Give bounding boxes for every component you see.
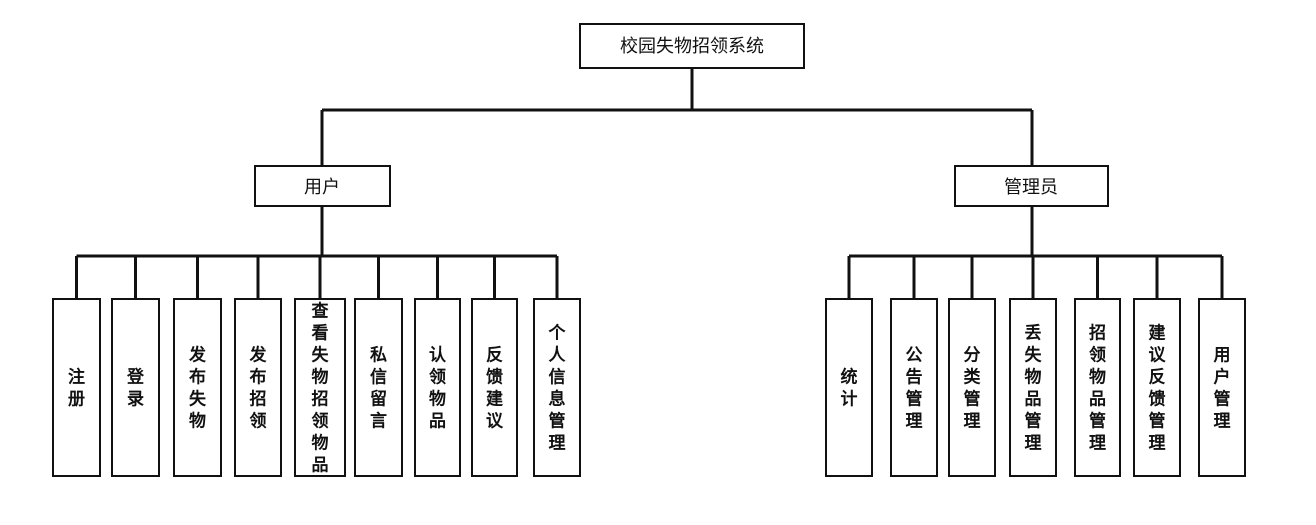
user-function-label: 认领物品: [429, 345, 447, 432]
user-function-9: 个人信息管理: [533, 298, 581, 477]
admin-function-label: 丢失物品管理: [1025, 324, 1043, 454]
admin-function-label: 用户管理: [1214, 346, 1231, 432]
admin-function-label: 公告管理: [906, 346, 923, 432]
root-label: 校园失物招领系统: [620, 36, 764, 57]
admin-function-1: 统计: [825, 298, 873, 477]
admin-function-label: 分类管理: [964, 346, 982, 432]
admin-function-label: 统计: [841, 367, 858, 410]
user-function-3: 发布失物: [173, 298, 222, 477]
admin-function-2: 公告管理: [890, 298, 938, 477]
admin-label: 管理员: [1004, 177, 1058, 198]
user-function-label: 登录: [126, 367, 145, 410]
admin-function-5: 招领物品管理: [1074, 298, 1121, 477]
admin-function-label: 招领物品管理: [1089, 323, 1106, 454]
user-function-1: 注册: [52, 298, 101, 477]
user-function-label: 注册: [68, 367, 85, 410]
admin-function-7: 用户管理: [1198, 298, 1246, 477]
user-function-6: 私信留言: [354, 298, 403, 477]
user-function-label: 反馈建议: [486, 346, 504, 432]
admin-function-6: 建议反馈管理: [1133, 298, 1181, 477]
admin-function-3: 分类管理: [948, 298, 996, 477]
user-label: 用户: [304, 177, 340, 198]
user-function-label: 发布招领: [249, 345, 268, 432]
user-function-label: 个人信息管理: [548, 323, 567, 454]
user-function-4: 发布招领: [234, 298, 282, 477]
user-function-label: 查看失物招领物品: [311, 301, 330, 476]
user-function-5: 查看失物招领物品: [294, 298, 346, 477]
user-function-8: 反馈建议: [471, 298, 518, 477]
admin-function-label: 建议反馈管理: [1149, 323, 1167, 454]
user-function-2: 登录: [111, 298, 160, 477]
root-node: 校园失物招领系统: [579, 23, 805, 69]
user-function-label: 发布失物: [188, 345, 207, 432]
admin-function-list: 统计 公告管理 分类管理 丢失物品管理 招领物品管理 建议反馈管理 用户管理: [825, 298, 1246, 477]
user-function-7: 认领物品: [414, 298, 461, 477]
admin-node: 管理员: [954, 165, 1109, 207]
admin-function-4: 丢失物品管理: [1009, 298, 1057, 477]
connectors: [75, 68, 1224, 299]
user-node: 用户: [254, 165, 391, 207]
user-function-label: 私信留言: [370, 346, 387, 432]
